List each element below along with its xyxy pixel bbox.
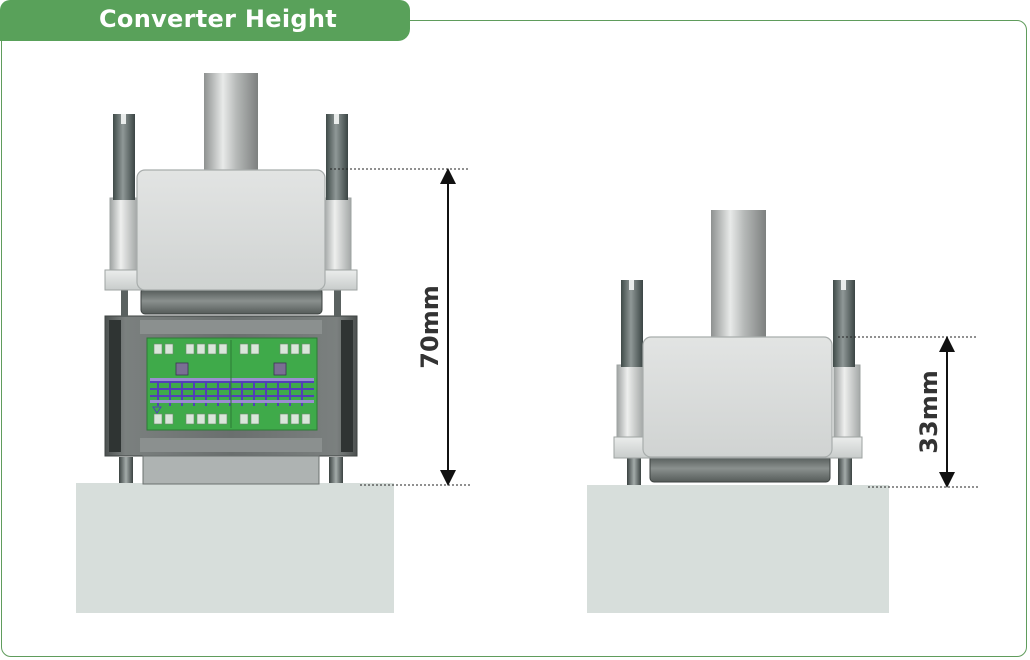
connector-plug-right [649,454,831,483]
jack-screws-right [621,280,855,367]
title-tab: Converter Height [0,0,410,41]
dimension-33mm: 33mm [838,336,978,488]
dimension-70mm: 70mm [330,168,470,486]
assembly-with-converter [76,73,394,613]
standoff-studs [119,287,343,483]
connector-hood-right [642,336,833,458]
assembly-without-converter [587,210,889,613]
cable-right [711,210,766,340]
jack-screws-left [113,114,348,200]
height-label-without-converter: 33mm [915,370,943,453]
base-block-left [76,483,394,613]
diagram-frame [1,20,1027,657]
cable-left [204,73,258,173]
circuit-board [146,337,318,431]
height-label-with-converter: 70mm [416,285,444,368]
base-block-right [587,485,889,613]
connector-plug-left [140,287,323,315]
page-title: Converter Height [99,5,338,33]
connector-hood-left [136,169,326,291]
